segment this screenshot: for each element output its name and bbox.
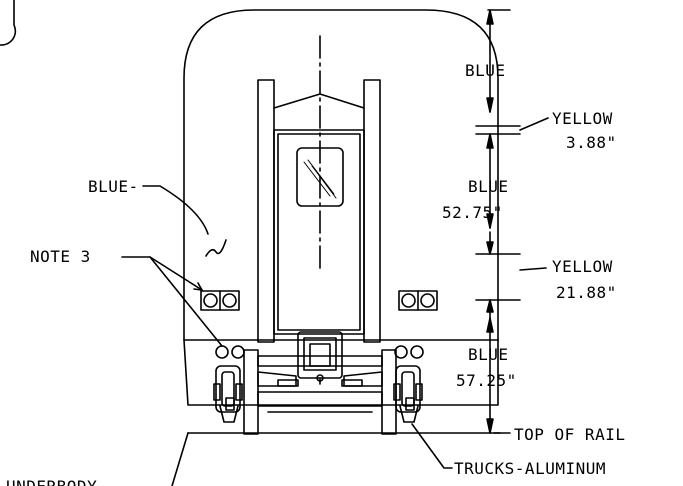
blue-top-label: BLUE <box>465 61 506 80</box>
right-door-post <box>363 79 381 343</box>
body-surface-mark <box>205 239 227 257</box>
blue-body-label: BLUE- <box>88 177 139 196</box>
top-of-rail-label: TOP OF RAIL <box>514 425 625 444</box>
car-body-outline <box>183 9 499 341</box>
window-glare-line <box>303 161 331 197</box>
body-skirt-outline <box>183 339 499 406</box>
yellow-2-leader <box>519 267 547 271</box>
left-lower-marker-light <box>231 345 245 359</box>
note-3-leader <box>121 256 203 291</box>
yellow-1-leader <box>519 117 549 131</box>
left-lower-marker-light <box>215 345 229 359</box>
yellow-1-dimension: 3.88" <box>566 133 617 152</box>
coupler <box>297 331 343 385</box>
underbody-label: UNDERBODY <box>6 477 97 486</box>
blue-bottom-label: BLUE <box>468 345 509 364</box>
blue-mid-dimension: 52.75" <box>442 203 503 222</box>
blue-bottom-dimension: 57.25" <box>456 371 517 390</box>
window-glare-line <box>311 165 337 199</box>
end-door-inner <box>277 133 361 331</box>
yellow-2-label: YELLOW <box>552 257 613 276</box>
truck-assembly <box>243 349 397 435</box>
door-window <box>296 147 344 207</box>
yellow-1-label: YELLOW <box>552 109 613 128</box>
right-lower-marker-light <box>394 345 408 359</box>
trucks-label: TRUCKS-ALUMINUM <box>454 459 606 478</box>
dimension-lines <box>475 9 521 434</box>
corner-circle-marker <box>0 0 17 46</box>
right-wheel-unit <box>393 365 423 423</box>
note-3-leader <box>149 256 223 347</box>
trucks-leader <box>411 423 453 469</box>
left-wheel-unit <box>213 365 243 423</box>
yellow-2-dimension: 21.88" <box>556 283 617 302</box>
right-lower-marker-light <box>410 345 424 359</box>
left-door-post <box>257 79 275 343</box>
window-glare-line <box>307 159 335 195</box>
end-door <box>273 129 365 335</box>
blue-mid-label: BLUE <box>468 177 509 196</box>
underbody-leader <box>171 432 189 486</box>
blue-body-leader <box>142 185 209 235</box>
note-3-label: NOTE 3 <box>30 247 91 266</box>
door-header-peak <box>273 93 365 109</box>
